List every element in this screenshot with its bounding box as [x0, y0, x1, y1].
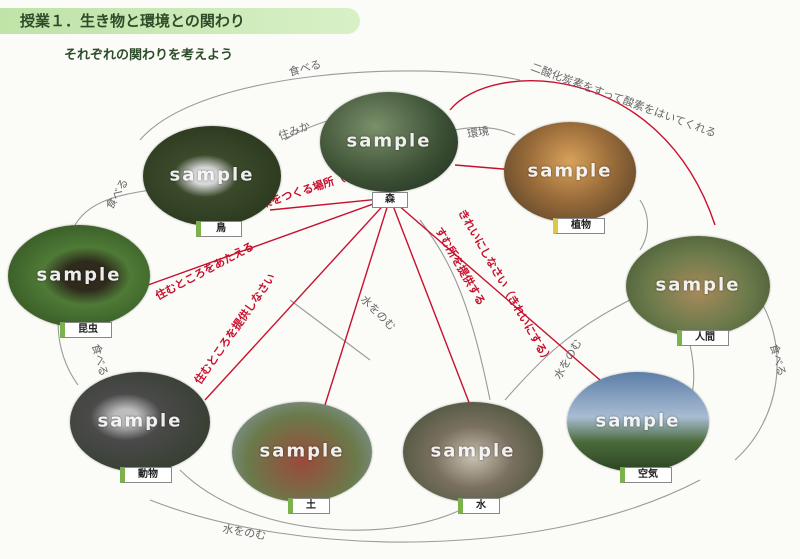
- photo-tsuchi: sample: [232, 402, 372, 502]
- pencil-link-bottom-loop: [149, 479, 701, 543]
- photo-shokubutsu: sample: [504, 122, 636, 222]
- pencil-link-taberu-top: [139, 70, 521, 141]
- photo-mori: sample: [320, 92, 458, 192]
- note-mori-dobutsu: 住むところを提供しなさい: [191, 271, 278, 387]
- label-konchu: 昆虫: [60, 322, 112, 338]
- red-link-mori-mizu: [389, 197, 471, 406]
- note-taberu-tori: 食べる: [102, 176, 131, 212]
- photo-dobutsu: sample: [70, 372, 210, 472]
- note-kankyo: 環境: [466, 123, 490, 141]
- label-mori: 森: [372, 192, 408, 208]
- note-mizu-nomu-center: 水をのむ: [358, 293, 398, 333]
- note-mori-konchu: 住むところをあたえる: [153, 239, 256, 303]
- pencil-link-mori-mizu-pencil: [419, 219, 491, 401]
- page-subtitle: それぞれの関わりを考えよう: [64, 48, 234, 63]
- photo-ningen: sample: [626, 236, 770, 336]
- pencil-link-shokubutsu-ningen: [639, 199, 649, 251]
- pencil-link-ningen-mizu: [504, 299, 631, 401]
- label-tori: 鳥: [196, 221, 242, 237]
- red-link-mori-konchu: [147, 197, 391, 286]
- label-ningen: 人間: [677, 330, 729, 346]
- note-taberu-dobutsu: 食べる: [89, 342, 111, 377]
- red-link-mori-kuki: [389, 197, 601, 381]
- label-kuki: 空気: [620, 467, 672, 483]
- pencil-link-konchu-tori: [74, 189, 151, 226]
- note-mizu-nomu-bottom: 水をのむ: [221, 522, 267, 542]
- note-sumika: 住みか: [276, 118, 312, 142]
- label-tsuchi: 土: [288, 498, 330, 514]
- pencil-links: [57, 70, 778, 543]
- label-dobutsu: 動物: [120, 467, 172, 483]
- red-link-shokubutsu-ningen-arc: [449, 80, 716, 226]
- red-link-mori-tori: [269, 197, 391, 211]
- pencil-link-taberu-right: [734, 299, 778, 461]
- label-shokubutsu: 植物: [553, 218, 605, 234]
- photo-tori: sample: [143, 126, 281, 226]
- pencil-link-dobutsu-mizu: [179, 469, 471, 531]
- red-link-mori-tsuchi: [324, 197, 391, 406]
- red-link-mori-dobutsu: [204, 197, 391, 401]
- pencil-link-mori-shokubutsu: [454, 126, 516, 136]
- label-mizu: 水: [458, 498, 500, 514]
- photo-konchu: sample: [8, 225, 150, 327]
- header-banner: [0, 8, 360, 34]
- note-mizu-nomu-right: 水をのむ: [551, 337, 584, 382]
- photo-mizu: sample: [403, 402, 543, 502]
- photo-kuki: sample: [567, 372, 709, 472]
- page-title: 授業１．生き物と環境との関わり: [20, 12, 245, 30]
- pencil-link-tori-mizu: [289, 299, 371, 361]
- note-taberu-right: 食べる: [767, 342, 789, 377]
- red-links: [147, 80, 716, 406]
